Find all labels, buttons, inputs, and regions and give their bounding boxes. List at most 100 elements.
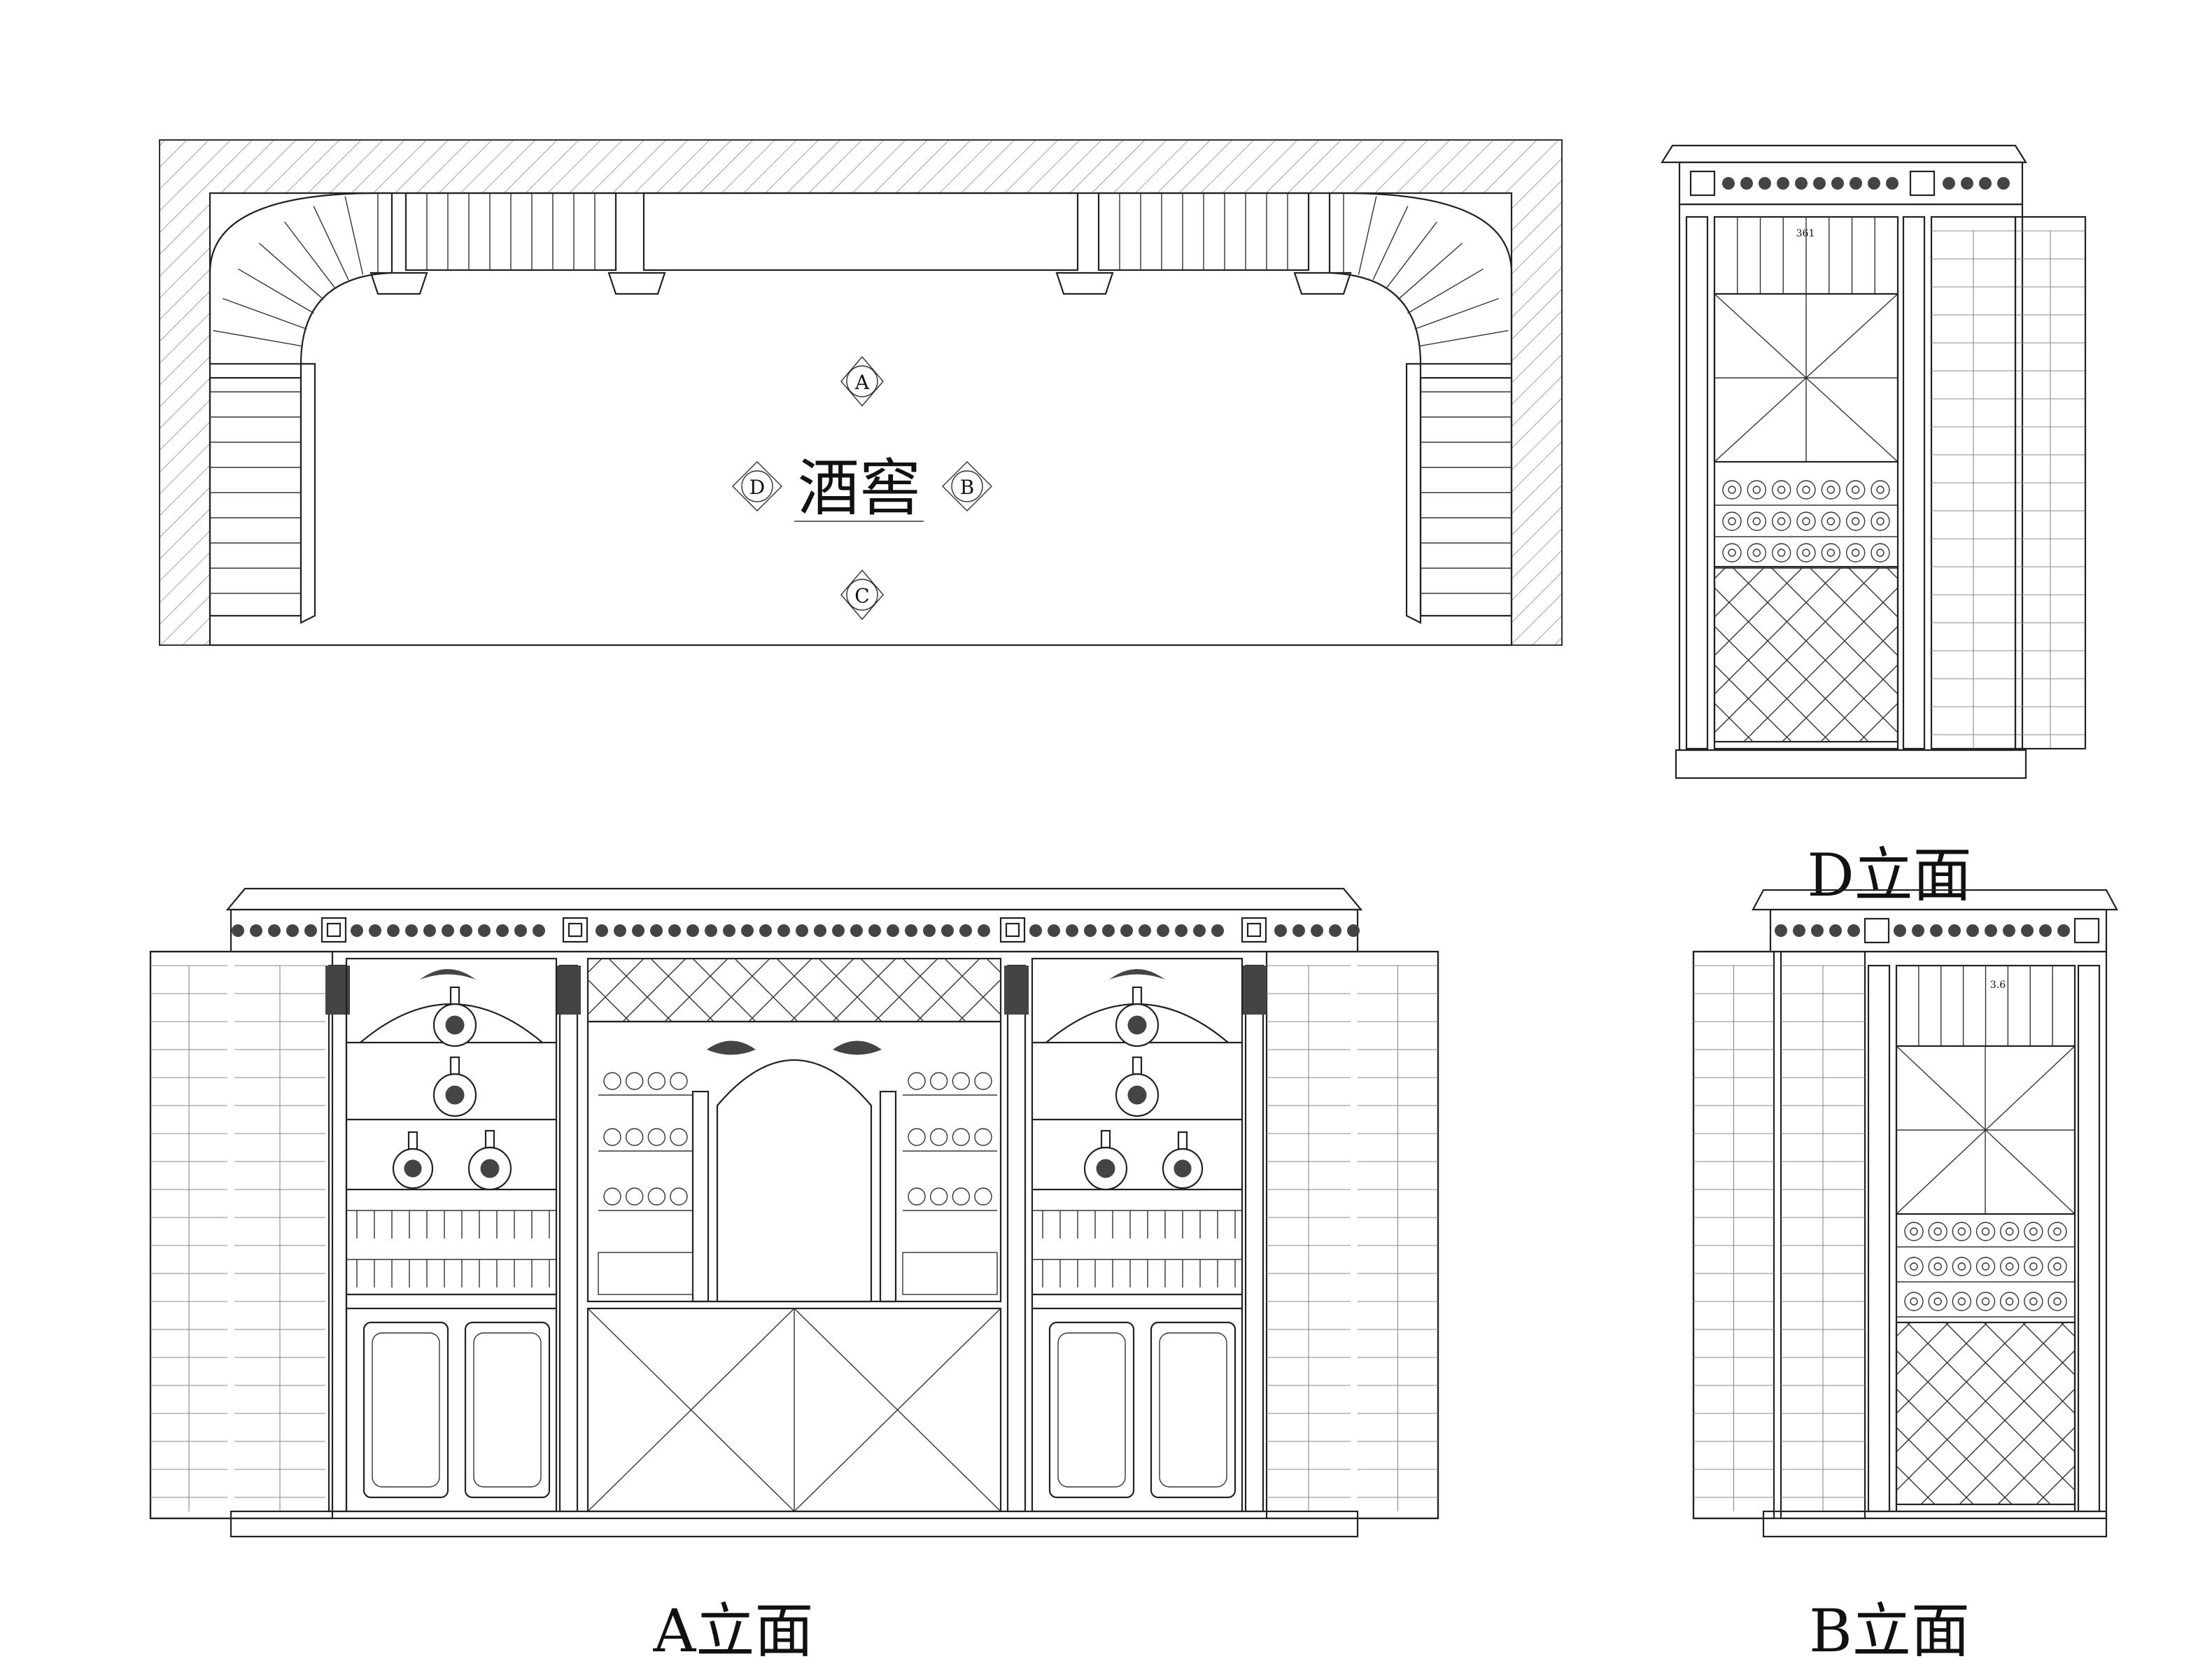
pilaster (1244, 964, 1264, 1513)
bottle-neck (1876, 549, 1885, 557)
frieze-rosette (1894, 924, 1906, 937)
bottle-label (1127, 1015, 1147, 1035)
frieze-rosette (1943, 177, 1955, 190)
elevation-b: 3.6 B立面 (1692, 889, 2118, 1665)
frieze-rosette (1811, 924, 1824, 937)
bottle-neck (1777, 517, 1786, 525)
bottle-neck (1777, 486, 1786, 494)
bottle-holder (1771, 480, 1791, 500)
bottle-holder (1796, 511, 1816, 531)
frieze-rosette (1740, 177, 1753, 190)
arch-rib (213, 330, 303, 347)
a-display-bottles (392, 986, 1204, 1191)
frieze-rosette (814, 924, 826, 937)
lattice-bar (1896, 1322, 2065, 1491)
frieze-rosette (1793, 924, 1805, 937)
frieze-rosette (1795, 177, 1808, 190)
bottle-holder (1904, 1222, 1924, 1241)
lattice-bar (1731, 566, 1898, 733)
marker-b-label: B (960, 476, 975, 499)
lattice-bar (902, 958, 966, 1022)
frieze-rosette (387, 924, 400, 937)
lattice-bar (1714, 566, 1881, 733)
bottle-neck (2005, 1227, 2014, 1236)
bottle-neck (449, 1056, 460, 1075)
floor-plan: A D B C 酒窖 (159, 139, 1563, 647)
bottle-holder (625, 1072, 644, 1090)
pilaster (558, 964, 579, 1513)
lattice-bar (2022, 1322, 2076, 1376)
bottle-holder (2024, 1222, 2043, 1241)
lattice-bar (1920, 1350, 2076, 1505)
lattice-bar (1906, 1322, 2076, 1491)
lattice-bar (1714, 587, 1869, 742)
arch-rib (313, 206, 349, 281)
b-pilaster-right (2077, 964, 2101, 1513)
lattice-bar (818, 958, 882, 1022)
b-lattice (1896, 1322, 2076, 1505)
a-carved-ornaments (420, 969, 1165, 1055)
bottle-neck (1981, 1262, 1990, 1271)
bottle-holder (1722, 511, 1742, 531)
bottle-holder (974, 1187, 992, 1206)
bottle-holder (1747, 511, 1767, 531)
bottle-neck (1177, 1131, 1188, 1150)
bottle-holder (2024, 1292, 2043, 1311)
plan-rack-rows (210, 391, 1512, 594)
frieze-rosette (1831, 177, 1844, 190)
bottle-holder (929, 1072, 948, 1090)
a-right-rack (1265, 950, 1439, 1520)
frieze-block (1241, 917, 1267, 943)
lattice-bar (1896, 1322, 1950, 1376)
a-column-right (879, 1090, 897, 1303)
lattice-bar (1896, 1388, 2013, 1505)
a-frieze (230, 908, 1359, 953)
bottle-holder (1999, 1257, 2020, 1276)
bottle-holder (1904, 1257, 1924, 1276)
frieze-rosette (1759, 177, 1771, 190)
d-pilaster-left (1685, 216, 1709, 750)
frieze-rosette (887, 924, 899, 937)
bottle-neck (1777, 549, 1786, 557)
frieze-block (999, 917, 1026, 943)
frieze-block-inner (1005, 922, 1020, 938)
bottle-neck (1826, 549, 1836, 557)
lattice-bar (1896, 1350, 2051, 1505)
frieze-rosette (1084, 924, 1097, 937)
bottle-holder (670, 1187, 688, 1206)
bottle-holder (1952, 1257, 1972, 1276)
bottle-neck (1910, 1297, 1918, 1306)
door-panel (473, 1332, 542, 1488)
d-spindles (1737, 217, 1875, 294)
bottle-holder (952, 1072, 971, 1090)
bottle-neck (1933, 1297, 1942, 1306)
frieze-rosette (2021, 924, 2034, 937)
plan-pillar (369, 271, 428, 295)
frieze-rosette (1850, 177, 1862, 190)
frieze-rosette (533, 924, 545, 937)
bottle-holder (647, 1128, 666, 1146)
bottle-neck (1957, 1297, 1966, 1306)
bottle-neck (1910, 1262, 1918, 1271)
frieze-rosette (1193, 924, 1206, 937)
frieze-rosette (369, 924, 381, 937)
frieze-rosette (1948, 924, 1961, 937)
bottle-holder (1999, 1292, 2020, 1311)
frieze-rosette (496, 924, 509, 937)
marker-d-label: D (749, 476, 765, 499)
lattice-bar (1859, 703, 1898, 742)
lattice-bar (832, 958, 896, 1022)
a-frieze-ornament (232, 924, 1360, 937)
bottle-holder (647, 1187, 666, 1206)
bottle-neck (1132, 1056, 1143, 1075)
bottle-neck (2029, 1262, 2038, 1271)
bottle-neck (2029, 1227, 2038, 1236)
bottle-holder (2048, 1292, 2067, 1311)
bottle-holder (2048, 1257, 2067, 1276)
door-panel (1057, 1332, 1126, 1488)
lattice-bar (1770, 566, 1898, 695)
door-panel (1159, 1332, 1227, 1488)
bottle-label (1174, 1159, 1192, 1178)
frieze-rosette (868, 924, 881, 937)
bottle-neck (2053, 1262, 2062, 1271)
